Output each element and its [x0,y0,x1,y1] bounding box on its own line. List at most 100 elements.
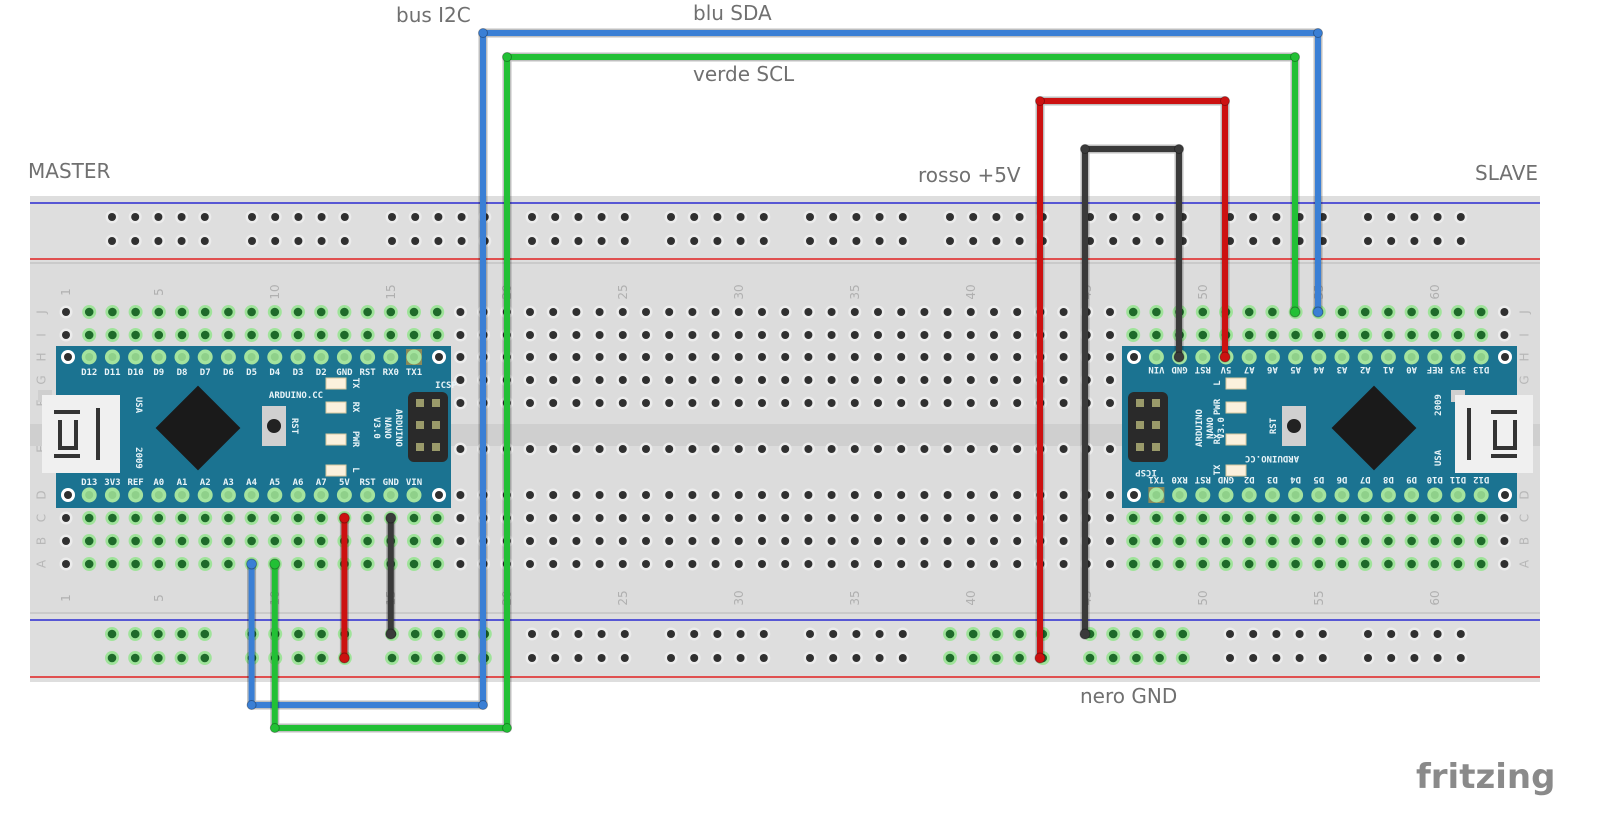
hole-F28[interactable] [685,396,699,410]
rail-hole-bottom[interactable] [595,627,609,641]
hole-F27[interactable] [662,396,676,410]
hole-C38[interactable] [917,511,931,525]
hole-B18[interactable] [453,534,467,548]
hole-G33[interactable] [801,373,815,387]
hole-A48[interactable] [1149,557,1164,571]
hole-E26[interactable] [639,442,653,456]
wire-bendpoint[interactable] [269,723,280,733]
hole-B34[interactable] [825,534,839,548]
hole-B14[interactable] [360,534,375,548]
hole-F40[interactable] [964,396,978,410]
hole-B23[interactable] [569,534,583,548]
hole-I48[interactable] [1149,328,1164,342]
hole-F24[interactable] [593,396,607,410]
hole-C50[interactable] [1195,511,1210,525]
hole-C9[interactable] [244,511,259,525]
rail-hole-bottom[interactable] [128,627,143,641]
hole-D41[interactable] [987,488,1001,502]
rail-hole-bottom[interactable] [1361,627,1375,641]
rail-hole-top[interactable] [1013,210,1027,224]
hole-H34[interactable] [825,350,839,364]
rail-hole-bottom[interactable] [291,627,306,641]
hole-I23[interactable] [569,328,583,342]
hole-C40[interactable] [964,511,978,525]
hole-A63[interactable] [1497,557,1511,571]
hole-D34[interactable] [825,488,839,502]
rail-hole-top[interactable] [1407,210,1421,224]
rail-hole-bottom[interactable] [408,627,423,641]
hole-C52[interactable] [1242,511,1257,525]
rail-hole-top[interactable] [198,210,212,224]
rail-hole-top[interactable] [803,234,817,248]
hole-I3[interactable] [105,328,120,342]
hole-F18[interactable] [453,396,467,410]
rail-hole-bottom[interactable] [431,651,446,665]
hole-J59[interactable] [1404,305,1419,319]
hole-E23[interactable] [569,442,583,456]
rail-hole-bottom[interactable] [431,627,446,641]
rail-hole-bottom[interactable] [1454,651,1468,665]
hole-D29[interactable] [709,488,723,502]
hole-G28[interactable] [685,373,699,387]
hole-D37[interactable] [894,488,908,502]
rail-hole-bottom[interactable] [1012,651,1027,665]
hole-B44[interactable] [1057,534,1071,548]
hole-I1[interactable] [59,328,73,342]
hole-H24[interactable] [593,350,607,364]
hole-I2[interactable] [82,328,97,342]
hole-H30[interactable] [732,350,746,364]
hole-C46[interactable] [1103,511,1117,525]
wire-end[interactable] [1219,351,1231,363]
rail-hole-top[interactable] [943,210,957,224]
wire-bendpoint[interactable] [502,723,512,733]
rail-hole-top[interactable] [803,210,817,224]
hole-E21[interactable] [523,442,537,456]
hole-I40[interactable] [964,328,978,342]
hole-B57[interactable] [1358,534,1373,548]
hole-C10[interactable] [267,511,282,525]
hole-A36[interactable] [871,557,885,571]
hole-I24[interactable] [593,328,607,342]
rail-hole-bottom[interactable] [1269,627,1283,641]
hole-J40[interactable] [964,305,978,319]
hole-F21[interactable] [523,396,537,410]
hole-G27[interactable] [662,373,676,387]
hole-A26[interactable] [639,557,653,571]
rail-hole-bottom[interactable] [966,651,981,665]
hole-E44[interactable] [1057,442,1071,456]
hole-J2[interactable] [82,305,97,319]
hole-F44[interactable] [1057,396,1071,410]
hole-J38[interactable] [917,305,931,319]
rail-hole-bottom[interactable] [174,651,189,665]
hole-G23[interactable] [569,373,583,387]
hole-A12[interactable] [314,557,329,571]
rail-hole-bottom[interactable] [1129,651,1144,665]
hole-D46[interactable] [1103,488,1117,502]
rail-hole-bottom[interactable] [571,651,585,665]
rail-hole-top[interactable] [1454,210,1468,224]
rail-hole-top[interactable] [431,234,445,248]
hole-C34[interactable] [825,511,839,525]
hole-B9[interactable] [244,534,259,548]
rail-hole-bottom[interactable] [151,627,166,641]
rail-hole-bottom[interactable] [151,651,166,665]
wire-bendpoint[interactable] [478,28,488,38]
rail-hole-top[interactable] [1384,234,1398,248]
hole-B25[interactable] [616,534,630,548]
rail-hole-bottom[interactable] [1454,627,1468,641]
hole-D40[interactable] [964,488,978,502]
hole-A59[interactable] [1404,557,1419,571]
hole-H42[interactable] [1010,350,1024,364]
rail-hole-bottom[interactable] [1129,627,1144,641]
rail-hole-top[interactable] [571,210,585,224]
hole-I31[interactable] [755,328,769,342]
hole-B62[interactable] [1474,534,1489,548]
hole-B29[interactable] [709,534,723,548]
hole-I36[interactable] [871,328,885,342]
hole-J7[interactable] [198,305,213,319]
hole-B22[interactable] [546,534,560,548]
hole-I44[interactable] [1057,328,1071,342]
hole-C54[interactable] [1288,511,1303,525]
rail-hole-top[interactable] [1431,210,1445,224]
hole-I47[interactable] [1126,328,1141,342]
